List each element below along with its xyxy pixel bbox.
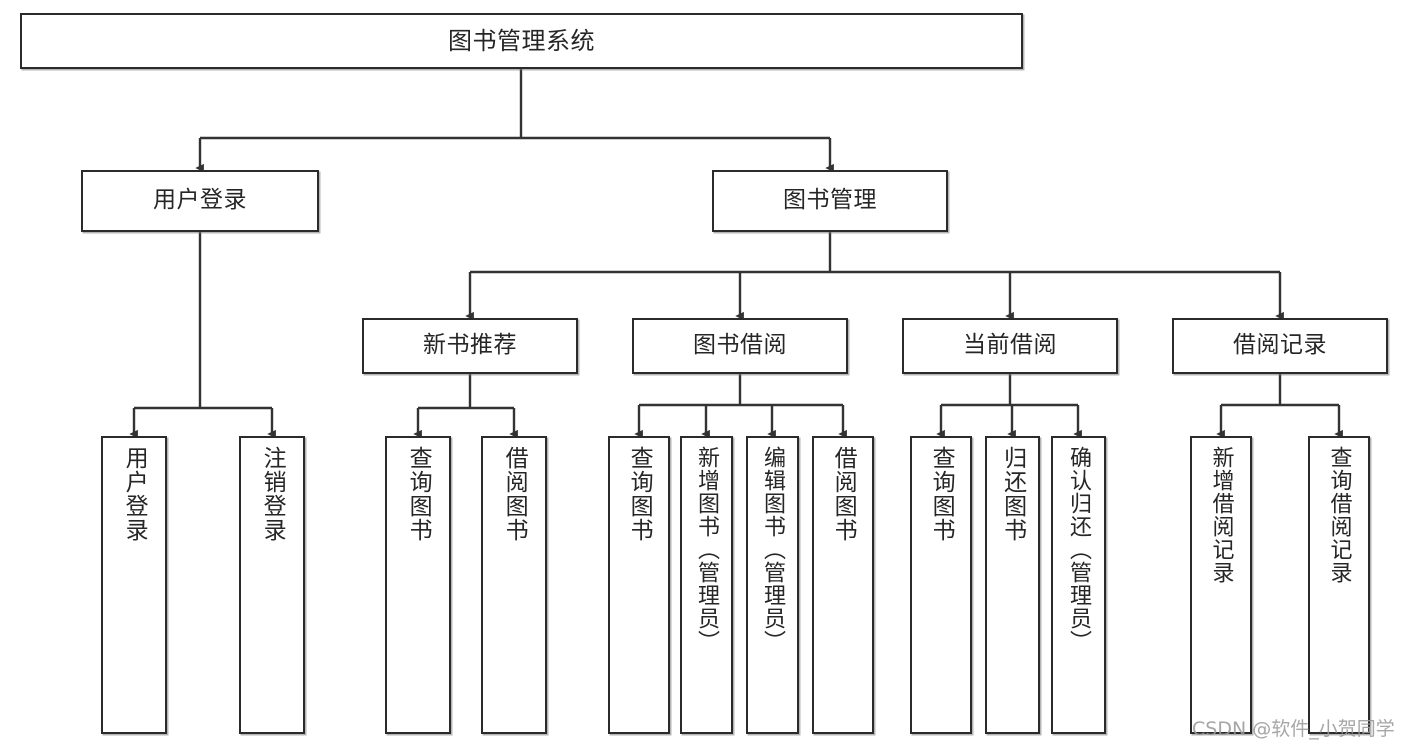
node-label: 查询图书 xyxy=(928,446,955,542)
node-label: 查询借阅记录 xyxy=(1326,446,1352,584)
node-leaf-query-book-2[interactable]: 查询图书 xyxy=(608,436,670,734)
node-label: 查询图书 xyxy=(626,446,653,542)
node-label: 图书借阅 xyxy=(693,332,787,359)
node-leaf-add-record[interactable]: 新增借阅记录 xyxy=(1190,436,1252,734)
node-root[interactable]: 图书管理系统 xyxy=(20,13,1023,69)
node-label: 图书管理 xyxy=(783,187,877,214)
node-leaf-borrow-book-2[interactable]: 借阅图书 xyxy=(812,436,874,734)
node-leaf-return-book[interactable]: 归还图书 xyxy=(985,436,1040,734)
node-leaf-edit-book[interactable]: 编辑图书（管理员） xyxy=(746,436,799,734)
node-leaf-query-book-3[interactable]: 查询图书 xyxy=(910,436,972,734)
node-leaf-confirm-return[interactable]: 确认归还（管理员） xyxy=(1051,436,1106,734)
node-leaf-borrow-book-1[interactable]: 借阅图书 xyxy=(481,436,547,734)
node-label: 编辑图书（管理员） xyxy=(760,446,786,653)
edges-group xyxy=(129,69,1343,439)
node-label: 查询图书 xyxy=(405,446,432,542)
node-label: 归还图书 xyxy=(999,446,1026,542)
node-leaf-query-book-1[interactable]: 查询图书 xyxy=(385,436,451,734)
node-current-borrow[interactable]: 当前借阅 xyxy=(902,318,1118,374)
node-label: 用户登录 xyxy=(153,187,247,214)
node-leaf-user-login[interactable]: 用户登录 xyxy=(101,436,167,734)
node-book-mgmt[interactable]: 图书管理 xyxy=(712,170,948,232)
node-label: 新增图书（管理员） xyxy=(694,446,720,653)
node-label: 新书推荐 xyxy=(423,332,517,359)
node-label: 新增借阅记录 xyxy=(1208,446,1234,584)
node-label: 借阅图书 xyxy=(830,446,857,542)
node-borrow-record[interactable]: 借阅记录 xyxy=(1172,318,1388,374)
node-label: 借阅记录 xyxy=(1233,332,1327,359)
node-leaf-logout[interactable]: 注销登录 xyxy=(239,436,305,734)
node-leaf-add-book[interactable]: 新增图书（管理员） xyxy=(680,436,733,734)
node-user-login[interactable]: 用户登录 xyxy=(81,170,319,232)
node-label: 注销登录 xyxy=(259,446,286,542)
node-leaf-query-record[interactable]: 查询借阅记录 xyxy=(1308,436,1370,734)
csdn-watermark: CSDN @软件_小贺同学 xyxy=(1192,718,1395,740)
node-label: 当前借阅 xyxy=(963,332,1057,359)
node-label: 借阅图书 xyxy=(501,446,528,542)
node-book-borrow[interactable]: 图书借阅 xyxy=(632,318,848,374)
node-label: 确认归还（管理员） xyxy=(1066,446,1092,653)
node-new-book-rec[interactable]: 新书推荐 xyxy=(362,318,578,374)
node-label: 用户登录 xyxy=(121,446,148,542)
node-label: 图书管理系统 xyxy=(448,26,595,55)
